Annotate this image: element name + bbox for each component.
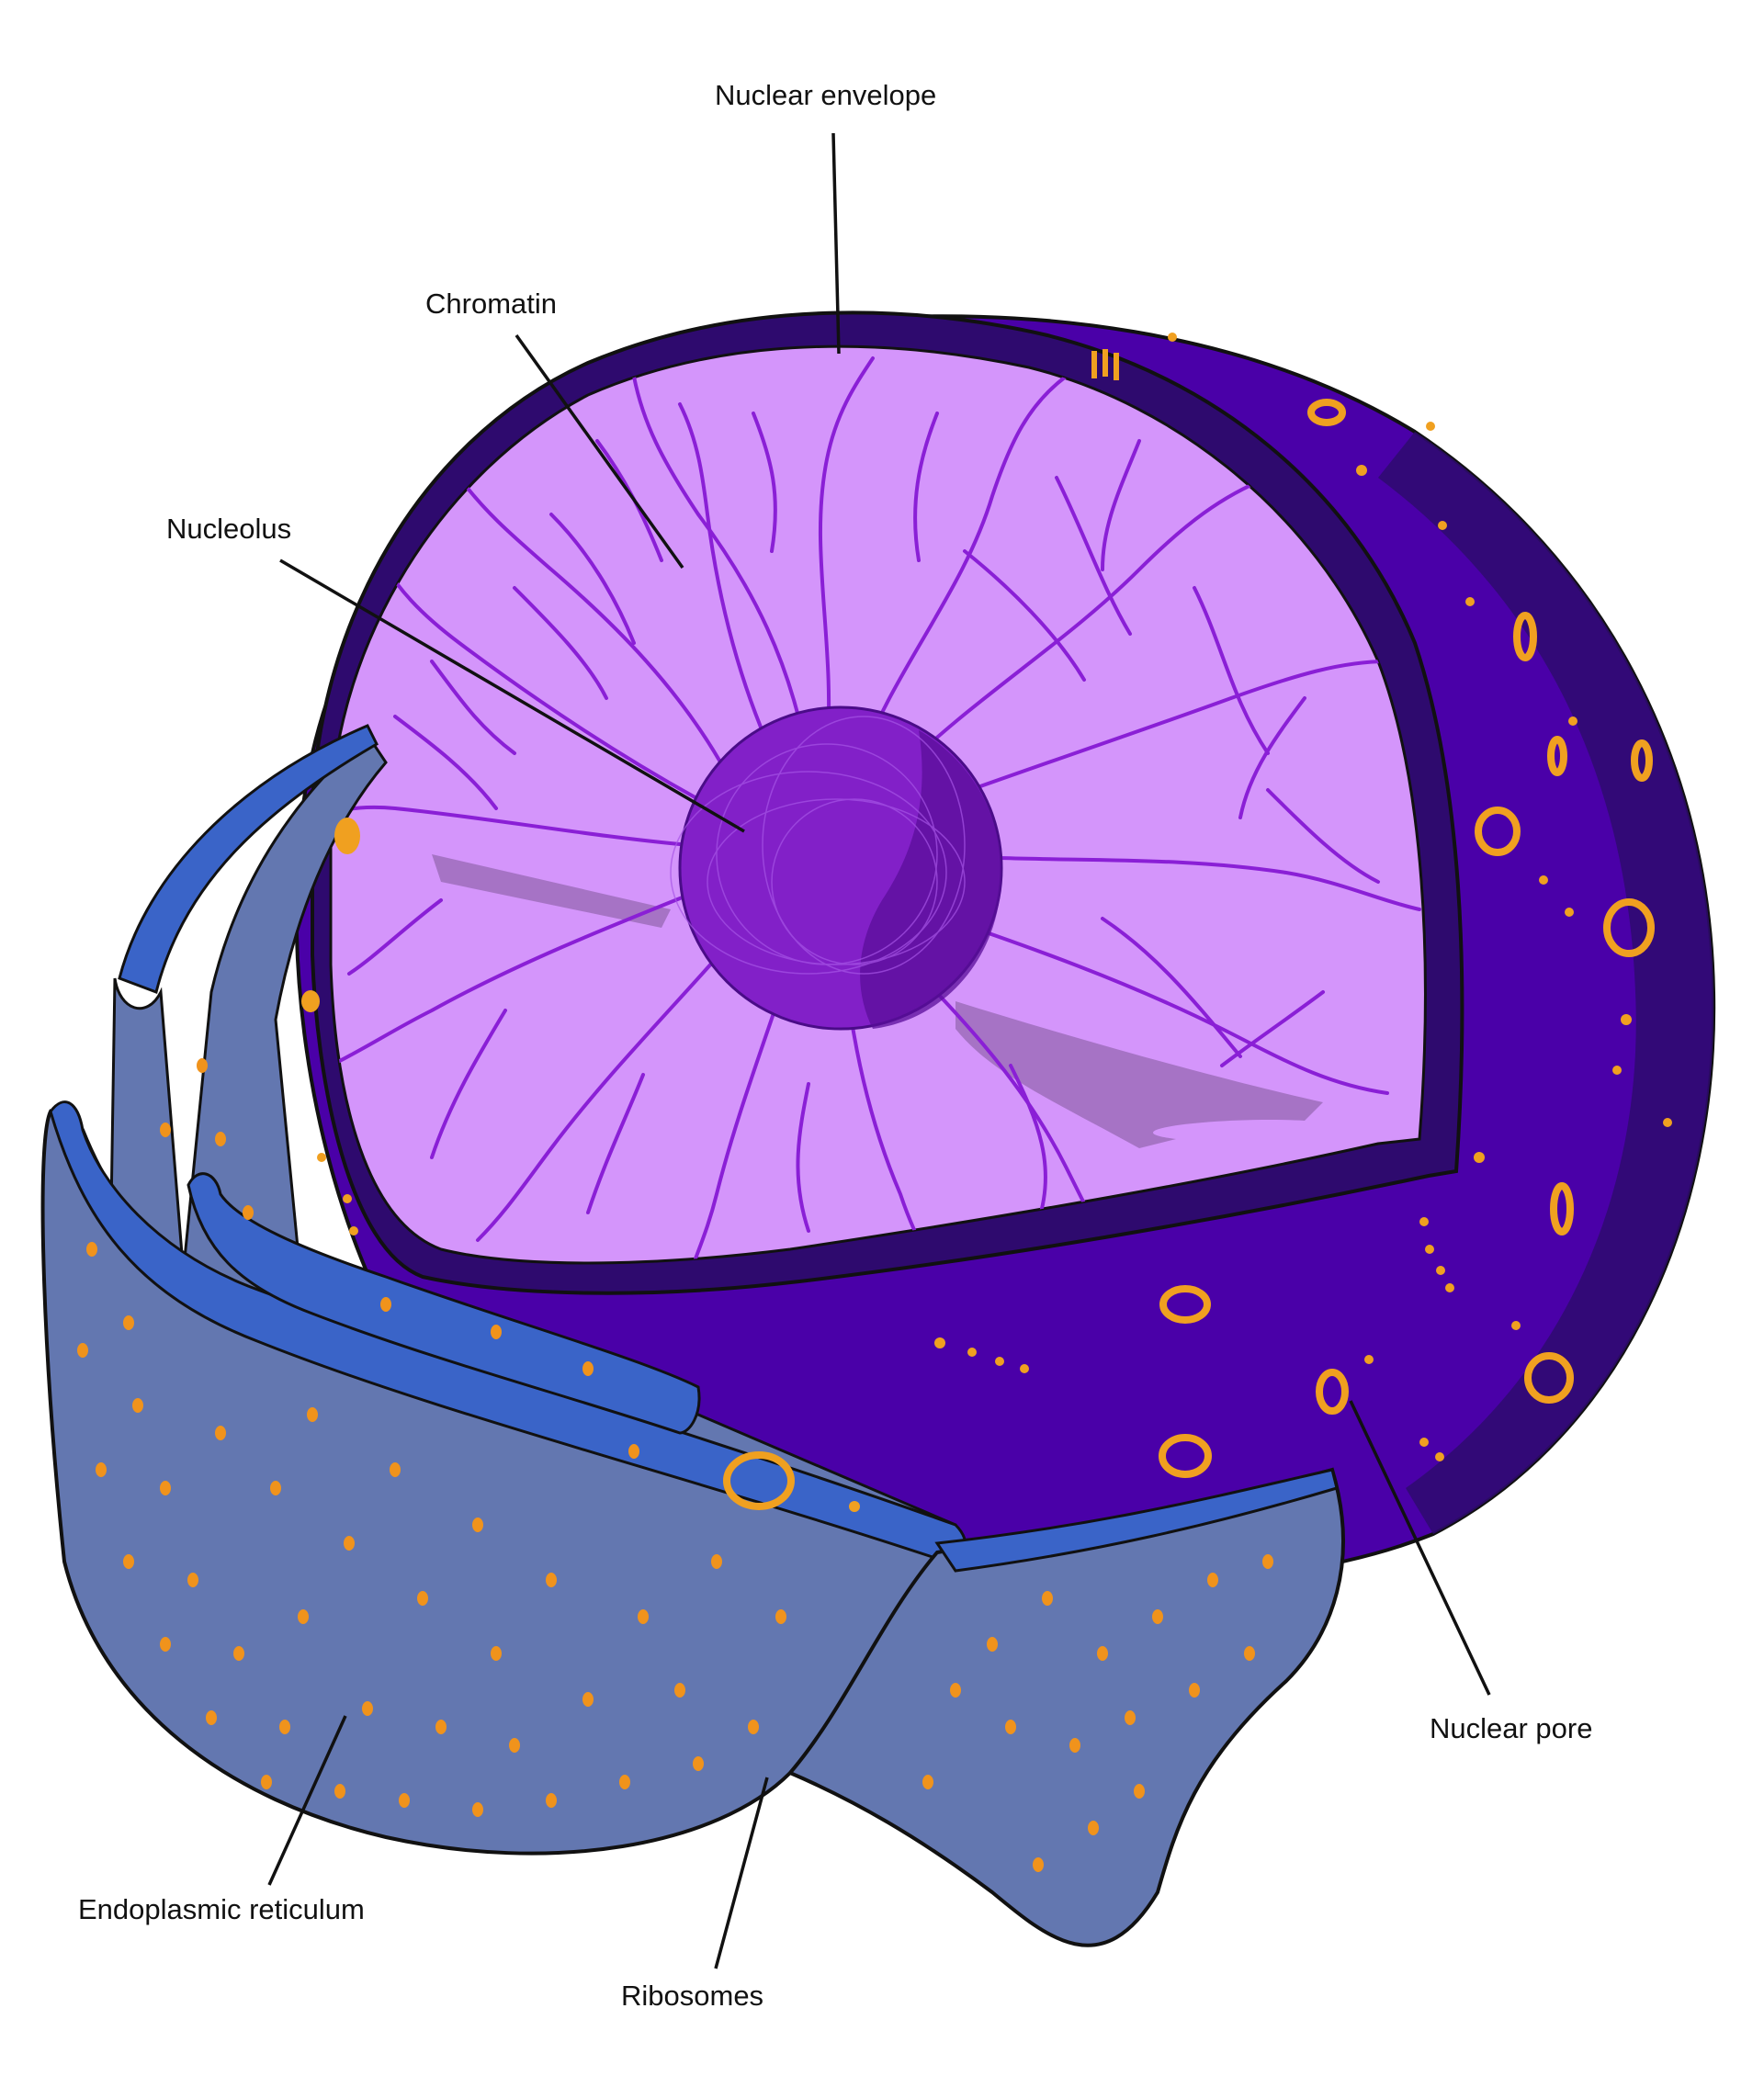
leader-chromatin bbox=[514, 333, 684, 570]
chromatin-strands bbox=[330, 356, 1421, 1263]
leader-nuclear-envelope bbox=[831, 132, 841, 355]
label-ribosomes: Ribosomes bbox=[621, 1980, 764, 2012]
nucleolus bbox=[670, 705, 1003, 1031]
label-chromatin: Chromatin bbox=[425, 288, 557, 320]
label-nuclear-pore: Nuclear pore bbox=[1430, 1712, 1593, 1744]
nuclear-pores bbox=[723, 399, 1655, 1510]
leader-endoplasmic-reticulum bbox=[267, 1715, 347, 1886]
label-nucleolus: Nucleolus bbox=[166, 513, 292, 545]
leader-ribosomes bbox=[714, 1777, 769, 1969]
ribosomes bbox=[77, 1058, 1273, 1872]
leader-nuclear-pore bbox=[1349, 1400, 1491, 1696]
label-endoplasmic-reticulum: Endoplasmic reticulum bbox=[78, 1893, 365, 1925]
label-nuclear-envelope: Nuclear envelope bbox=[715, 79, 937, 111]
leader-nucleolus bbox=[279, 558, 745, 833]
envelope-dots bbox=[317, 333, 1672, 1512]
endoplasmic-reticulum bbox=[40, 724, 1345, 1947]
pore-fragments bbox=[301, 349, 1119, 1012]
leader-lines bbox=[267, 132, 1491, 1969]
